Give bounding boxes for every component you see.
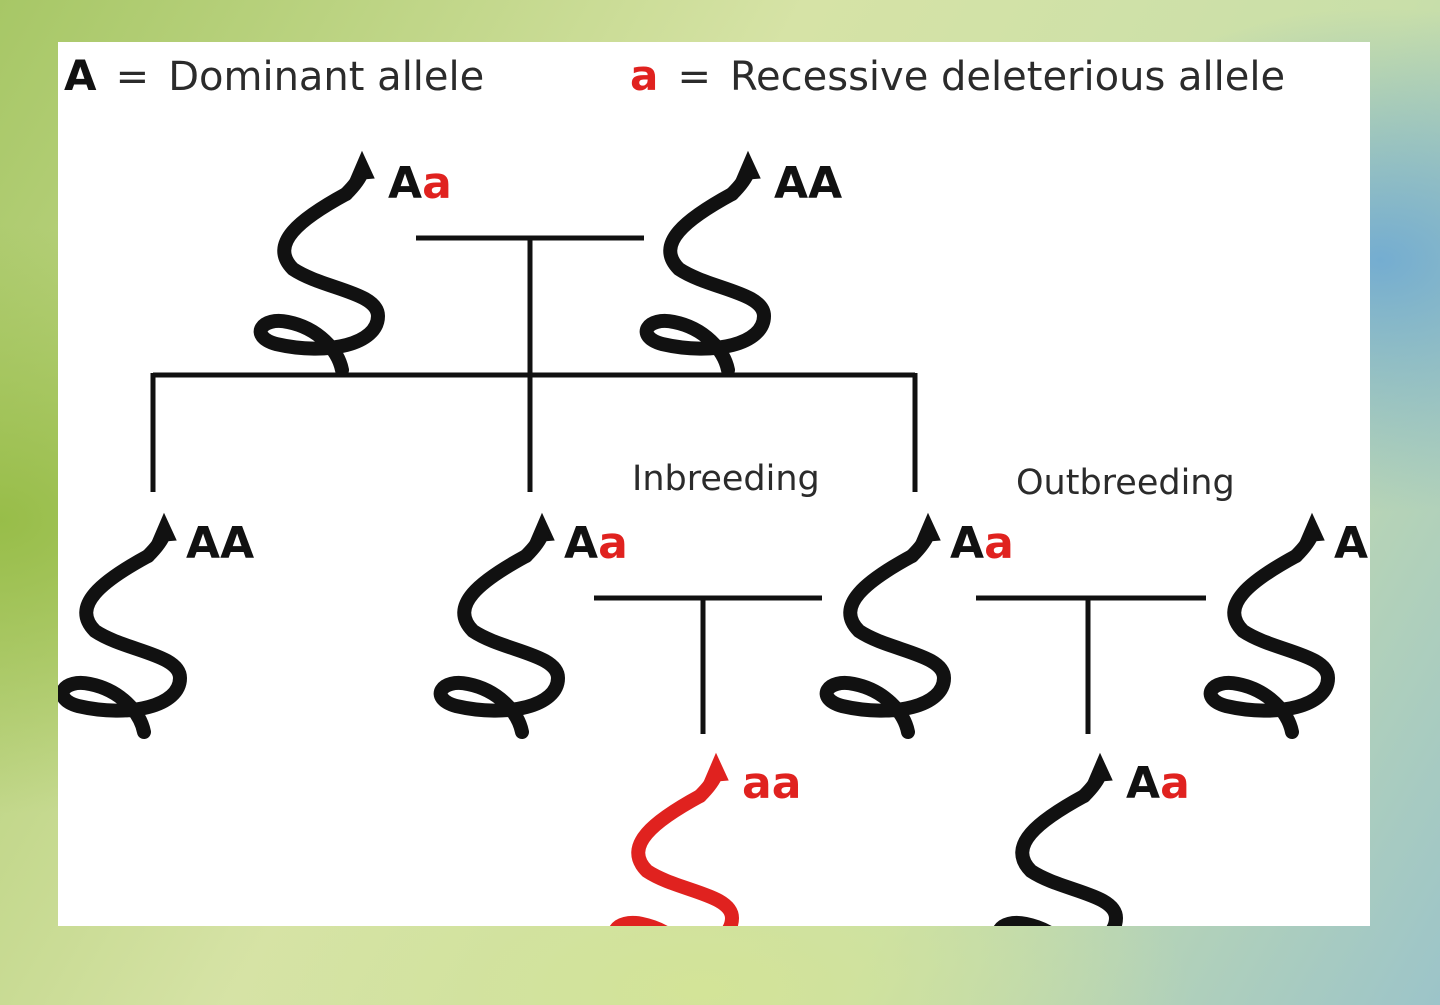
genotype-label: AA (186, 518, 254, 569)
snake-icon (999, 754, 1116, 926)
diagram-panel: A = Dominant allele a = Recessive delete… (58, 42, 1370, 926)
snake-icon (261, 152, 378, 370)
inbreeding-label: Inbreeding (632, 459, 820, 499)
genotype-label: Aa (564, 518, 628, 569)
recessive-symbol: a (630, 51, 658, 100)
snake-icon (1211, 514, 1328, 732)
genotype-label: Aa (950, 518, 1014, 569)
genotype-label: AA (774, 158, 842, 209)
legend-dominant: A = Dominant allele (64, 51, 484, 100)
breeding-diagram: A = Dominant allele a = Recessive delete… (58, 51, 1368, 926)
snake-icon (827, 514, 944, 732)
outbreeding-label: Outbreeding (1016, 463, 1235, 503)
snake-child-3: Aa (827, 514, 1014, 732)
genotype-label: aa (742, 758, 801, 809)
genotype-label: A (1334, 518, 1368, 569)
snake-icon (63, 514, 180, 732)
snake-icon (441, 514, 558, 732)
snake-child-1: AA (63, 514, 254, 732)
snake-inbred-offspring: aa (615, 754, 801, 926)
pedigree-lines (150, 235, 1206, 734)
legend-recessive-sep: = (677, 54, 711, 100)
legend-dominant-label: Dominant allele (168, 54, 484, 100)
snake-child-2: Aa (441, 514, 628, 732)
snake-outside: A (1211, 514, 1368, 732)
snake-parent-left: Aa (261, 152, 452, 370)
legend-recessive: a = Recessive deleterious allele (630, 51, 1285, 100)
genotype-label: Aa (388, 158, 452, 209)
legend-dominant-sep: = (116, 54, 150, 100)
snake-icon (647, 152, 764, 370)
genotype-label: Aa (1126, 758, 1190, 809)
legend: A = Dominant allele a = Recessive delete… (64, 51, 1285, 100)
legend-recessive-label: Recessive deleterious allele (730, 54, 1285, 100)
snake-icon (615, 754, 732, 926)
dominant-symbol: A (64, 51, 97, 100)
snake-parent-right: AA (647, 152, 842, 370)
snake-outbred-offspring: Aa (999, 754, 1190, 926)
